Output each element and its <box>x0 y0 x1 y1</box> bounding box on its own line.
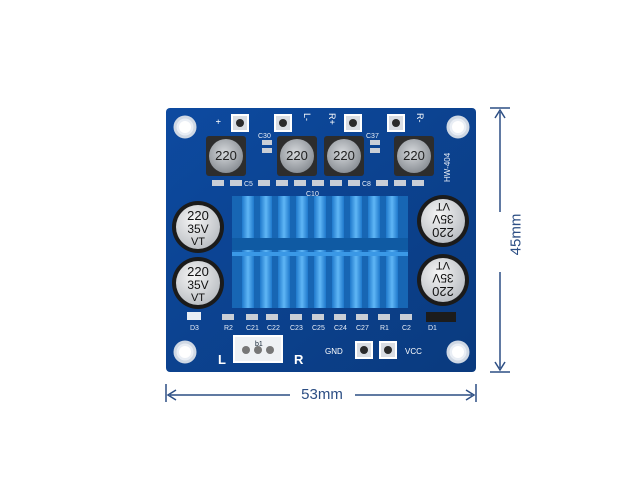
silk-c2: C2 <box>402 325 411 332</box>
small-caps-row: 220 220 220 220 <box>206 136 434 176</box>
height-dimension-label: 45mm <box>507 213 525 256</box>
connector-label: b1 <box>255 341 263 348</box>
width-dimension-label: 53mm <box>301 386 343 403</box>
pin-label-minus-left: L- <box>302 113 312 121</box>
vcc-label: VCC <box>405 347 422 356</box>
silk-d1: D1 <box>428 325 437 332</box>
svg-text:VT: VT <box>191 236 205 248</box>
smd-parts <box>212 140 424 186</box>
silk-model: HW-404 <box>443 152 452 182</box>
silk-c5: C5 <box>244 181 253 188</box>
svg-text:220: 220 <box>187 208 209 223</box>
svg-text:35V: 35V <box>187 278 208 292</box>
silk-r2: R2 <box>224 325 233 332</box>
svg-text:VT: VT <box>191 292 205 304</box>
big-cap-right-top: 220 35V VT <box>417 195 469 247</box>
silk-c22: C22 <box>267 325 280 332</box>
silk-c8: C8 <box>362 181 371 188</box>
svg-text:220: 220 <box>432 225 454 240</box>
silk-c37: C37 <box>366 133 379 140</box>
heatsink <box>232 196 408 308</box>
silk-c25: C25 <box>312 325 325 332</box>
cap-label-2: 220 <box>286 148 308 163</box>
cap-label-1: 220 <box>215 148 237 163</box>
svg-text:VT: VT <box>436 200 450 212</box>
svg-text:35V: 35V <box>187 222 208 236</box>
mounting-holes <box>173 115 470 364</box>
cap-label-3: 220 <box>333 148 355 163</box>
gnd-label: GND <box>325 347 343 356</box>
silk-c27: C27 <box>356 325 369 332</box>
pin-label-minus-right: R- <box>415 113 425 123</box>
width-dimension <box>165 384 477 402</box>
svg-text:220: 220 <box>187 264 209 279</box>
svg-text:35V: 35V <box>432 271 453 285</box>
height-dimension <box>490 107 510 373</box>
big-cap-left-top: 220 35V VT <box>172 201 224 253</box>
power-pads <box>355 341 397 359</box>
channel-right-label: R <box>294 352 304 367</box>
speaker-pads <box>231 114 405 132</box>
svg-text:220: 220 <box>432 284 454 299</box>
big-cap-left-bottom: 220 35V VT <box>172 257 224 309</box>
bottom-smd-row <box>187 312 456 322</box>
silk-c23: C23 <box>290 325 303 332</box>
svg-text:35V: 35V <box>432 212 453 226</box>
pin-label-plus-left: + <box>213 119 223 124</box>
channel-left-label: L <box>218 352 226 367</box>
silk-r1: R1 <box>380 325 389 332</box>
svg-text:VT: VT <box>436 259 450 271</box>
silk-c21: C21 <box>246 325 259 332</box>
silk-c10: C10 <box>306 191 319 198</box>
silk-c30: C30 <box>258 133 271 140</box>
silk-d3: D3 <box>190 325 199 332</box>
input-connector <box>233 335 283 363</box>
cap-label-4: 220 <box>403 148 425 163</box>
pin-label-plus-right: R+ <box>327 113 337 125</box>
silk-c24: C24 <box>334 325 347 332</box>
big-cap-right-bottom: 220 35V VT <box>417 254 469 306</box>
